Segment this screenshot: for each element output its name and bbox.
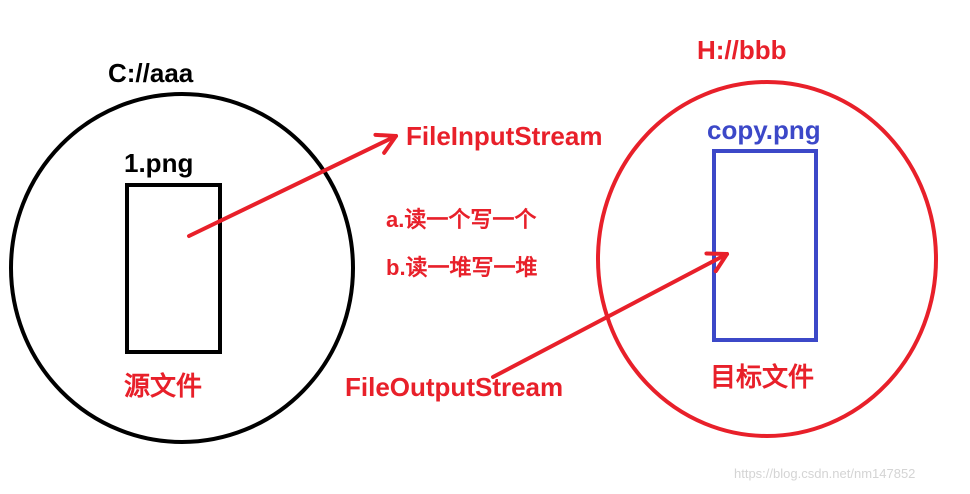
input-stream-label: FileInputStream [406, 121, 603, 151]
source-file-box [125, 183, 222, 354]
input-stream-arrow [187, 132, 398, 238]
target-directory-circle [596, 80, 938, 438]
target-file-box [712, 149, 818, 342]
output-stream-arrow [491, 251, 729, 379]
target-file-label: copy.png [707, 115, 821, 145]
note-read-one-write-one: a.读一个写一个 [386, 207, 537, 232]
watermark: https://blog.csdn.net/nm147852 [734, 466, 916, 481]
source-directory-label: C://aaa [108, 58, 194, 88]
source-file-caption: 源文件 [124, 371, 203, 401]
source-directory-circle [9, 92, 355, 444]
note-read-batch-write-batch: b.读一堆写一堆 [386, 255, 538, 280]
source-file-label: 1.png [124, 148, 194, 178]
target-directory-label: H://bbb [697, 35, 787, 65]
target-file-caption: 目标文件 [710, 362, 815, 392]
output-stream-label: FileOutputStream [345, 372, 564, 402]
